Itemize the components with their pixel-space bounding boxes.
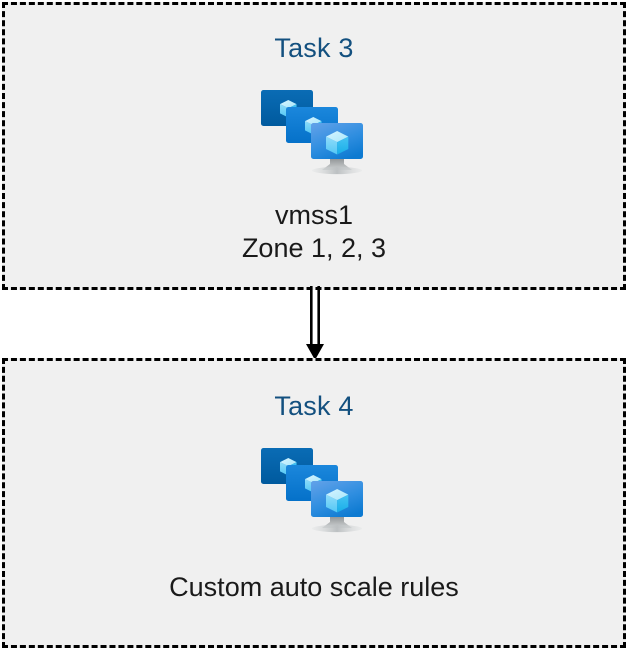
task-4-heading: Task 4	[274, 391, 354, 421]
double-line-arrow-icon	[295, 286, 335, 362]
task-4-caption: Custom auto scale rules	[169, 572, 459, 602]
task-box-task-3[interactable]: Task 3	[2, 2, 626, 290]
task-3-heading: Task 3	[274, 33, 354, 63]
task-3-caption: vmss1 Zone 1, 2, 3	[241, 200, 387, 263]
task-box-task-4[interactable]: Task 4	[2, 358, 626, 648]
vmss-icon	[255, 442, 373, 543]
vmss-icon	[255, 84, 373, 185]
